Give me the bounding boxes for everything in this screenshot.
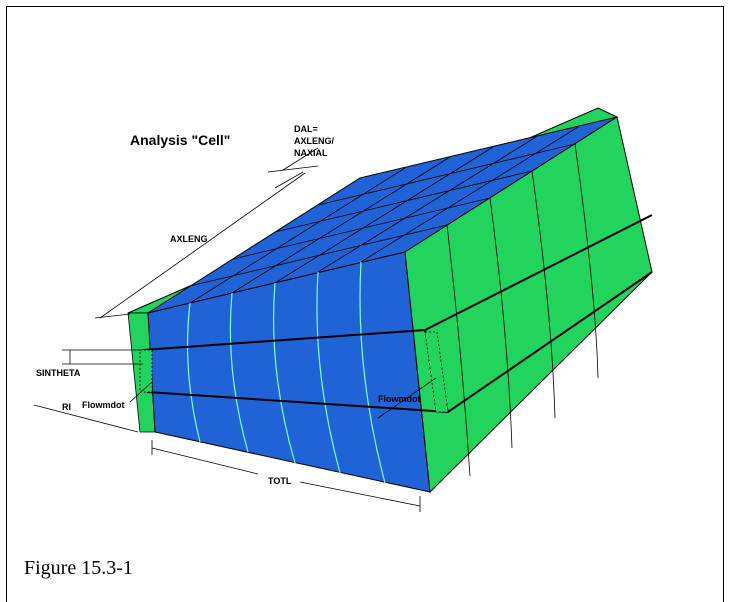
cell-right-end bbox=[424, 331, 449, 413]
figure-frame bbox=[6, 6, 724, 602]
dal-label-line3: NAXIAL bbox=[294, 148, 328, 158]
cell-left-end bbox=[139, 349, 153, 393]
flowmdot-right-label: Flowmdot bbox=[378, 394, 421, 404]
dal-label-line1: DAL= bbox=[294, 124, 318, 134]
sintheta-label: SINTHETA bbox=[36, 368, 81, 378]
ri-label: RI bbox=[62, 402, 71, 412]
diagram-title: Analysis "Cell" bbox=[130, 132, 230, 148]
right-side-dividers bbox=[446, 143, 599, 477]
dimension-lines bbox=[33, 147, 437, 512]
top-grid-circumferential bbox=[189, 143, 576, 287]
axleng-label: AXLENG bbox=[170, 234, 208, 244]
dal-label-line2: AXLENG/ bbox=[294, 136, 335, 146]
totl-label: TOTL bbox=[268, 476, 292, 486]
flowmdot-left-label: Flowmdot bbox=[82, 400, 125, 410]
figure-caption: Figure 15.3-1 bbox=[24, 557, 133, 579]
top-grid-axial bbox=[189, 126, 579, 304]
front-face-dividers bbox=[186, 261, 386, 484]
